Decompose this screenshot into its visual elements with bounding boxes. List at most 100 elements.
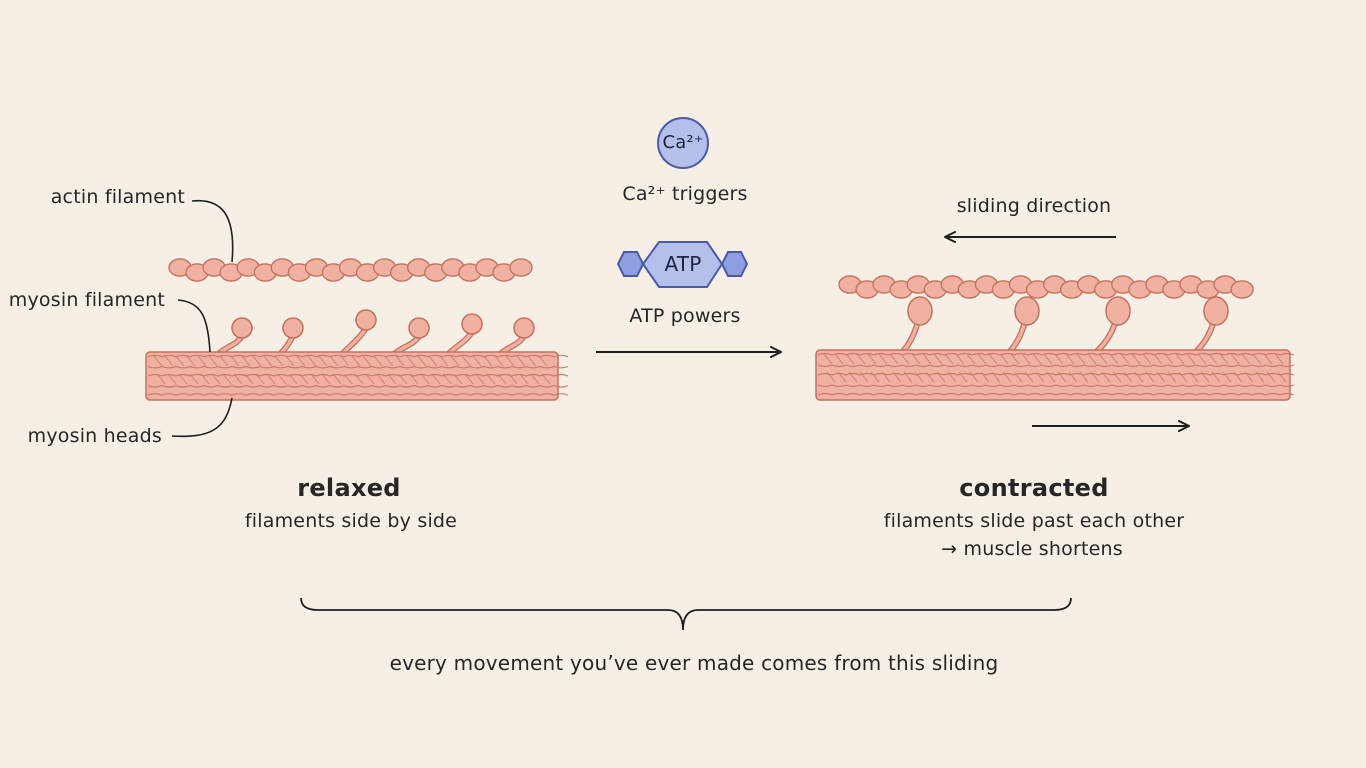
myosin-strand-hatch	[1197, 353, 1210, 383]
myosin-head	[355, 309, 377, 331]
myosin-strand	[817, 384, 1295, 388]
myosin-strand-hatch	[351, 355, 364, 385]
atp-symbol: ATP	[664, 252, 702, 276]
actin-bead	[1230, 280, 1254, 299]
myosin-strand	[147, 393, 569, 396]
myosin-strand-hatch	[1274, 353, 1287, 383]
myosin-heads-label: myosin heads	[27, 425, 162, 447]
relaxed-myosin-heads	[213, 309, 535, 359]
myosin-strand-hatch	[1219, 353, 1232, 383]
myosin-head	[282, 317, 304, 339]
calcium-symbol: Ca²⁺	[662, 132, 704, 153]
actin-leader-line	[191, 199, 234, 263]
myosin-strand-hatch	[878, 353, 891, 383]
myosin-strand-hatch	[384, 355, 397, 385]
myosin-strand-hatch	[933, 353, 946, 383]
myosin-strand-hatch	[395, 355, 408, 385]
myosin-strand-hatch	[483, 355, 496, 385]
myosin-strand-hatch	[439, 355, 452, 385]
myosin-strand-hatch	[274, 355, 287, 385]
myosin-strand-hatch	[296, 355, 309, 385]
myosin-strand-hatch	[175, 355, 188, 385]
myosin-strand-hatch	[241, 355, 254, 385]
myosin-strand-hatch	[450, 355, 463, 385]
myosin-strand-hatch	[1230, 353, 1243, 383]
myosin-strand-hatch	[1054, 353, 1067, 383]
contracted-caption-line2: → muscle shortens	[941, 538, 1123, 560]
myosin-filament-label: myosin filament	[8, 289, 165, 311]
myosin-strand-hatch	[329, 355, 342, 385]
actin-bead	[509, 258, 533, 277]
myosin-strand-hatch	[1142, 353, 1155, 383]
heads-leader-line	[171, 397, 233, 438]
myosin-strand-hatch	[1208, 353, 1221, 383]
myosin-strand-hatch	[186, 355, 199, 385]
myosin-strand-hatch	[516, 355, 529, 385]
myosin-strand-hatch	[428, 355, 441, 385]
myosin-head	[461, 313, 483, 335]
myosin-strand-hatch	[406, 355, 419, 385]
myosin-strand-hatch	[977, 353, 990, 383]
myosin-strand-hatch	[1263, 353, 1276, 383]
myosin-strand-hatch	[1175, 353, 1188, 383]
myosin-strand-hatch	[988, 353, 1001, 383]
relaxed-caption: filaments side by side	[244, 510, 458, 532]
myosin-strand-hatch	[845, 353, 858, 383]
myosin-strand-hatch	[219, 355, 232, 385]
myosin-strand-hatch	[1098, 353, 1111, 383]
relaxed-actin-filament	[168, 258, 533, 282]
myosin-head-bound	[1014, 296, 1040, 326]
myosin-strand-hatch	[373, 355, 386, 385]
myosin-strand-hatch	[1109, 353, 1122, 383]
myosin-strand	[817, 364, 1295, 368]
myosin-strand	[817, 392, 1295, 396]
myosin-strand	[147, 384, 569, 388]
myosin-head	[513, 317, 535, 339]
myosin-strand-hatch	[527, 355, 540, 385]
myosin-strand-hatch	[285, 355, 298, 385]
contracted-caption-line1: filaments slide past each other	[883, 510, 1185, 532]
myosin-strand-hatch	[900, 353, 913, 383]
sliding-direction-label: sliding direction	[956, 195, 1112, 217]
myosin-strand-hatch	[362, 355, 375, 385]
myosin-strand-hatch	[999, 353, 1012, 383]
myosin-strand	[147, 354, 569, 358]
myosin-strand-hatch	[318, 355, 331, 385]
relaxed-sarcomere	[145, 258, 569, 401]
myosin-head-bound	[1203, 296, 1229, 326]
myosin-strand-hatch	[461, 355, 474, 385]
myosin-strand-hatch	[1021, 353, 1034, 383]
myosin-strand	[147, 365, 569, 369]
myosin-strand-hatch	[197, 355, 210, 385]
myosin-strand-hatch	[867, 353, 880, 383]
myosin-strand-hatch	[856, 353, 869, 383]
myosin-strand-hatch	[966, 353, 979, 383]
myosin-strand	[147, 373, 569, 377]
myosin-strand-hatch	[911, 353, 924, 383]
myosin-strand-hatch	[1131, 353, 1144, 383]
myosin-strand-hatch	[472, 355, 485, 385]
myosin-strand-hatch	[1065, 353, 1078, 383]
summary-brace	[300, 597, 1072, 631]
myosin-strand-hatch	[538, 355, 551, 385]
summary-footer: every movement you’ve ever made comes fr…	[389, 651, 999, 675]
myosin-strand-hatch	[340, 355, 353, 385]
myosin-head	[408, 317, 430, 339]
myosin-strand-hatch	[1120, 353, 1133, 383]
myosin-strand-hatch	[834, 353, 847, 383]
myosin-strand-hatch	[1186, 353, 1199, 383]
myosin-leader-line	[177, 299, 211, 353]
myosin-strand-hatch	[955, 353, 968, 383]
myosin-strand-hatch	[1241, 353, 1254, 383]
myosin-strand-hatch	[1164, 353, 1177, 383]
contracted-myosin-filament	[815, 349, 1295, 401]
myosin-strand-hatch	[252, 355, 265, 385]
myosin-strand-hatch	[208, 355, 221, 385]
myosin-strand-hatch	[944, 353, 957, 383]
myosin-strand-hatch	[230, 355, 243, 385]
myosin-head-bound	[1105, 296, 1131, 326]
myosin-strand-hatch	[1252, 353, 1265, 383]
myosin-head	[231, 317, 253, 339]
myosin-strand-hatch	[153, 355, 166, 385]
